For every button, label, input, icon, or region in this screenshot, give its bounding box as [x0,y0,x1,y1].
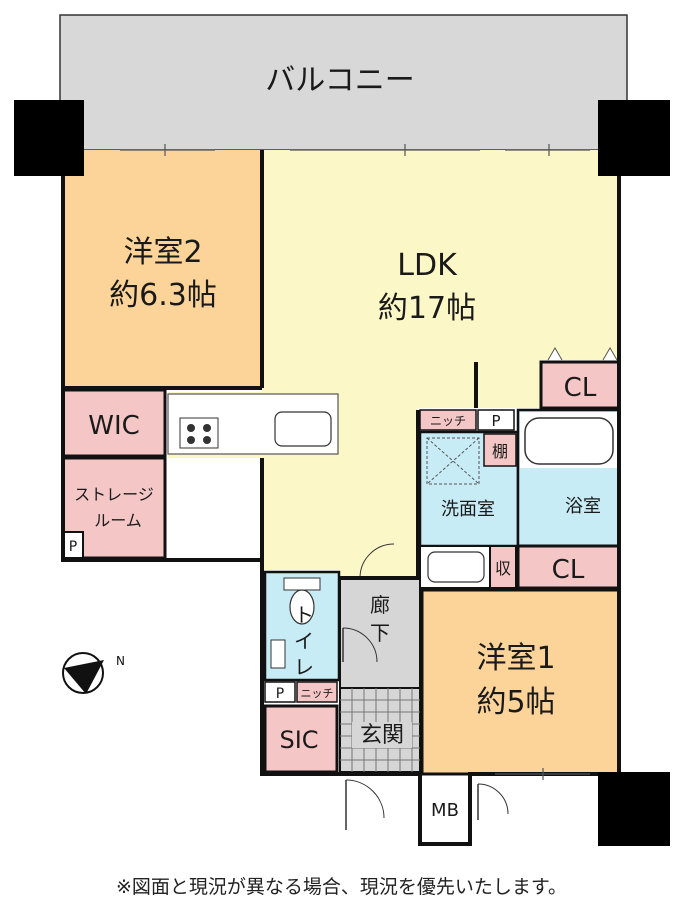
storage-label-line2: ルーム [94,511,142,530]
bathtub-icon [524,417,614,465]
shelf-label: 棚 [492,442,508,461]
svg-text:N: N [116,654,125,668]
sink-icon [274,411,332,447]
sic-label: SIC [279,726,318,754]
pipe-space-toilet: P [276,686,284,702]
bathroom: 浴室 [516,408,621,548]
niche-top-label: ニッチ [430,414,466,428]
mb-label: MB [431,800,459,821]
niche-top: ニッチ P [419,409,515,431]
stove-icon [179,417,219,449]
closet-upper: CL [539,347,621,410]
western-room-2-size: 約6.3帖 [109,278,217,313]
western-room-1-size: 約5帖 [476,685,555,720]
ldk-room: LDK 約17帖 [168,150,617,578]
ldk-size: 約17帖 [378,291,476,326]
wic-closet: WIC [61,388,167,458]
niche-bottom-label: ニッチ [301,687,334,700]
western-room-1-name: 洋室1 [476,641,555,676]
kitchen-counter [167,393,339,455]
balcony-windows [120,144,590,780]
bathroom-label: 浴室 [565,496,601,517]
structural-pillars [14,100,670,846]
wic-label: WIC [88,411,140,441]
closet-upper-label: CL [564,373,597,403]
meter-box: MB [418,772,509,846]
washbasin-area: 収 [419,545,517,589]
toilet-char-1: ト [294,603,314,627]
balcony: バルコニー [59,14,628,151]
toilet-char-3: レ [294,655,314,679]
hallway: 廊 下 [339,543,421,689]
entrance: 玄関 [339,687,421,830]
disclaimer-note: ※図面と現況が異なる場合、現況を優先いたします。 [115,876,568,898]
toilet-room: ト イ レ P ニッチ [263,570,341,703]
toilet-char-2: イ [294,629,314,653]
western-room-2: 洋室2 約6.3帖 [63,150,260,388]
sic-closet: SIC [263,704,339,774]
pipe-space-top: P [491,412,500,430]
balcony-label: バルコニー [265,63,414,98]
storage-small-label: 収 [495,559,511,578]
western-room-2-name: 洋室2 [123,235,202,270]
storage-label-line1: ストレージ [74,485,154,504]
western-room-1: 洋室1 約5帖 [420,588,621,776]
pipe-space-storage: P [69,539,77,555]
entrance-label: 玄関 [360,723,404,748]
ldk-name: LDK [397,248,458,283]
north-arrow-icon: N [62,652,125,694]
washbasin-icon [427,551,485,583]
hallway-char-2: 下 [370,621,390,645]
closet-lower-label: CL [552,555,585,585]
washroom-label: 洗面室 [441,499,495,520]
toilet-icon [283,577,321,625]
hallway-char-1: 廊 [370,593,390,617]
storage-room: ストレージ ルーム P [61,456,167,560]
